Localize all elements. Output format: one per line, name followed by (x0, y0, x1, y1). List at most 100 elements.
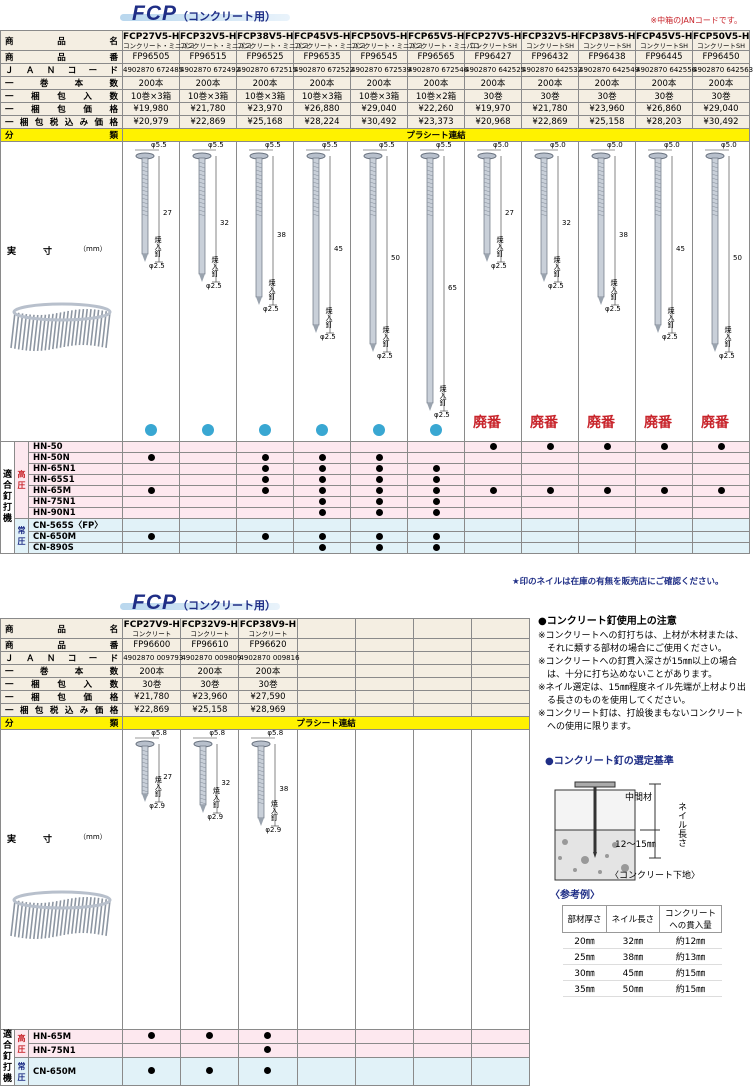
compatible-dot-icon (318, 508, 326, 516)
compat-cell (122, 542, 180, 554)
product-model: FCP45V5-H (636, 31, 693, 42)
empty-cell (412, 1029, 472, 1044)
shank-diameter: φ2.5 (434, 411, 450, 419)
empty-cell (296, 651, 356, 665)
shank-diameter: φ2.5 (149, 262, 165, 270)
nail-length: 38 (619, 230, 628, 239)
compat-cell (122, 518, 180, 532)
shank-diameter: φ2.5 (662, 333, 678, 341)
compat-cell (350, 485, 408, 497)
ref-cell: 約12㎜ (659, 932, 722, 949)
compatible-dot-icon (264, 1032, 272, 1039)
row-per-roll-value: 200本 (122, 664, 182, 678)
compat-cell (692, 507, 750, 519)
row-product-number-value: FP96515 (179, 50, 237, 64)
row-price-tax-value: ¥20,968 (464, 115, 522, 129)
compat-cell (179, 518, 237, 532)
compat-cell (692, 441, 750, 453)
row-price-value: ¥22,260 (407, 102, 465, 116)
ref-cell: 38㎜ (606, 948, 660, 965)
compat-cell (179, 463, 237, 475)
compat-cell (293, 463, 351, 475)
compat-cell (179, 441, 237, 453)
row-per-pack-value: 30巻 (521, 89, 579, 103)
diagram-title: ●コンクリート釘の選定基準 (545, 756, 674, 767)
compat-cell (635, 518, 693, 532)
compatible-dot-icon (432, 532, 440, 540)
compatible-dot-icon (432, 543, 440, 551)
shank-diameter: φ2.9 (149, 802, 165, 810)
compatible-dot-icon (318, 543, 326, 551)
compatible-dot-icon (318, 464, 326, 472)
compat-cell (407, 485, 465, 497)
head-diameter: φ5.0 (493, 141, 509, 149)
row-price-tax-value: ¥23,373 (407, 115, 465, 129)
empty-cell (354, 703, 414, 717)
compatible-dot-icon (660, 486, 668, 494)
compat-cell (236, 496, 294, 508)
compat-cell (635, 542, 693, 554)
compat-cell (407, 441, 465, 453)
row-per-pack-value: 10巻×3箱 (350, 89, 408, 103)
compat-label: 適合釘打機 (0, 1029, 16, 1086)
compat-cell (521, 485, 579, 497)
compat-cell (236, 542, 294, 554)
row-jan-value: 4902870 009816 (238, 651, 300, 665)
nail-length: 27 (163, 773, 173, 781)
row-product-number-value: FP96525 (236, 50, 294, 64)
compat-cell (635, 507, 693, 519)
compat-cell (407, 474, 465, 486)
compatible-dot-icon (261, 532, 269, 540)
row-price-tax-value: ¥22,869 (521, 115, 579, 129)
compat-cell (464, 542, 522, 554)
empty-cell (470, 1029, 531, 1044)
product-subtitle: コンクリート・ミニパコ (294, 41, 366, 50)
product-model: FCP45V5-H (294, 31, 351, 42)
compat-cell (236, 474, 294, 486)
product-badge-icon (202, 424, 214, 436)
hardened-nail-label: 焼入釘 (553, 256, 561, 277)
section1-title: FCP（コンクリート用） (132, 2, 276, 25)
diagram-label-mid: 中間材 (625, 793, 653, 803)
empty-cell (296, 618, 356, 639)
compat-cell (692, 474, 750, 486)
product-model: FCP38V5-H (579, 31, 636, 42)
nail-coil-image (10, 302, 112, 352)
row-per-pack-value: 30巻 (238, 677, 298, 691)
note-line: は、十分に打ち込めないことがあります。 (538, 670, 718, 680)
compat-cell (578, 441, 636, 453)
row-product-number-value: FP96432 (521, 50, 579, 64)
row-jan-value: 4902870 672492 (179, 63, 240, 77)
ref-cell: 45㎜ (606, 964, 660, 981)
row-per-roll-value: 200本 (464, 76, 522, 90)
row-price-label: 一 梱 包 価 格 (0, 102, 123, 116)
empty-cell (296, 690, 356, 704)
compat-cell (122, 1057, 182, 1086)
empty-cell (296, 638, 356, 652)
hardened-nail-label: 焼入釘 (382, 326, 390, 347)
label-name: 商 品 名 (0, 618, 124, 639)
compat-cell (236, 452, 294, 464)
row-per-roll-value: 200本 (122, 76, 180, 90)
compat-cell (464, 531, 522, 543)
row-price-tax-value: ¥22,869 (122, 703, 182, 717)
empty-cell (296, 703, 356, 717)
shank-diameter: φ2.5 (719, 352, 735, 360)
reference-examples: 〈参考例〉 (550, 886, 740, 901)
row-per-pack-value: 10巻×3箱 (122, 89, 180, 103)
compat-cell (122, 531, 180, 543)
product-model: FCP27V9-H (123, 619, 180, 630)
head-diameter: φ5.0 (664, 141, 680, 149)
nail-drawing (251, 737, 280, 827)
row-jan-value: 4902870 009793 (122, 651, 183, 665)
compatible-dot-icon (546, 486, 554, 494)
